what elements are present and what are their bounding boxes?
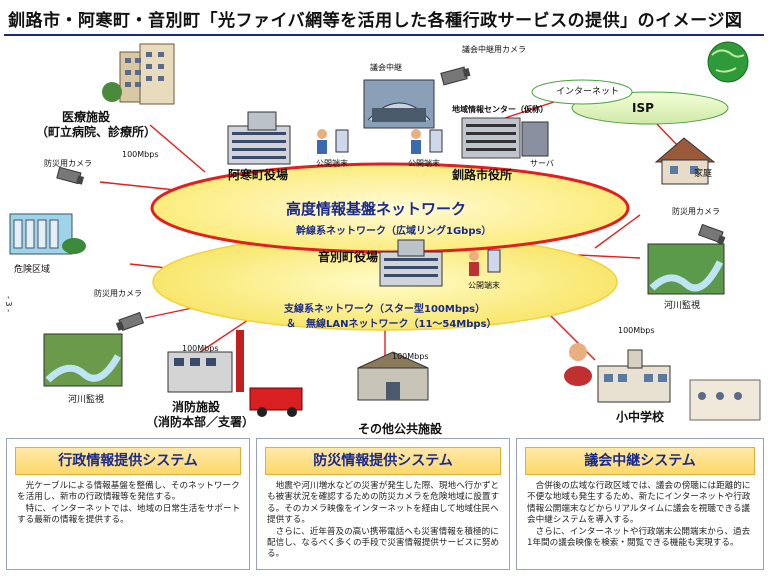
- branch-network-line-2: ＆ 無線LANネットワーク（11～54Mbps）: [286, 319, 497, 330]
- trunk-network-subtitle: 幹線系ネットワーク（広域リング1Gbps）: [296, 226, 492, 237]
- terminal-label-2: 公開端末: [408, 159, 440, 168]
- fire-station-icon: [167, 330, 303, 417]
- river-monitoring-label-2: 河川監視: [664, 301, 701, 311]
- globe-icon: [707, 41, 749, 83]
- school-icon: [564, 343, 761, 421]
- disaster-camera-label-2: 防災用カメラ: [94, 289, 142, 298]
- disaster-camera-icon-3: [697, 223, 726, 245]
- speed-label-1: 100Mbps: [122, 150, 159, 159]
- system-description-disaster-info: 地震や河川増水などの災害が発生した際、現地へ行かずとも被害状況を確認するための防…: [267, 481, 500, 560]
- river-monitoring-icon-2: [647, 243, 725, 295]
- medical-label: 医療施設: [62, 110, 111, 124]
- isp-label: ISP: [632, 101, 654, 115]
- title-divider: [4, 34, 764, 36]
- assembly-camera-label: 議会中継用カメラ: [462, 45, 526, 54]
- system-box-disaster-info: 防災情報提供システム 地震や河川増水などの災害が発生した際、現地へ行かずとも被害…: [256, 438, 510, 570]
- home-label: 家庭: [694, 169, 713, 179]
- danger-zone-label: 危険区域: [14, 265, 51, 275]
- river-monitoring-icon-1: [43, 333, 123, 387]
- akan-office-label: 阿寒町役場: [228, 168, 289, 182]
- system-box-header: 行政情報提供システム: [15, 447, 241, 475]
- system-title-disaster-info: 防災情報提供システム: [313, 453, 453, 469]
- info-center-label: 地域情報センター（仮称）: [452, 105, 548, 114]
- speed-label-3: 100Mbps: [392, 352, 429, 361]
- assembly-camera-icon: [440, 66, 471, 86]
- isp-cloud: [531, 79, 729, 125]
- system-title-assembly-relay: 議会中継システム: [584, 453, 696, 469]
- speed-label-2: 100Mbps: [182, 344, 219, 353]
- medical-sublabel: （町立病院、診療所）: [36, 125, 157, 139]
- system-description-assembly-relay: 合併後の広域な行政区域では、議会の傍聴には距離的に不便な地域も発生するため、新た…: [527, 481, 751, 549]
- onbetsu-office-label: 音別町役場: [318, 250, 379, 264]
- internet-label: インターネット: [556, 87, 620, 97]
- disaster-camera-label-1: 防災用カメラ: [44, 159, 92, 168]
- kushiro-office-label: 釧路市役所: [452, 168, 513, 182]
- public-terminal-icon-2: [411, 129, 443, 154]
- assembly-relay-label: 議会中継: [370, 63, 402, 72]
- system-box-header: 議会中継システム: [525, 447, 755, 475]
- hospital-icon: [102, 43, 175, 105]
- river-monitoring-label-1: 河川監視: [68, 395, 105, 405]
- link-camera-3: [594, 214, 641, 249]
- home-icon: [654, 137, 716, 185]
- network-diagram: [9, 41, 761, 421]
- link-camera-1: [99, 181, 176, 191]
- trunk-network-title: 高度情報基盤ネットワーク: [286, 200, 467, 218]
- system-box-assembly-relay: 議会中継システム 合併後の広域な行政区域では、議会の傍聴には距離的に不便な地域も…: [516, 438, 764, 570]
- info-center-server-icon: [461, 117, 549, 159]
- fire-station-sublabel: （消防本部／支署）: [146, 415, 255, 429]
- disaster-camera-icon-1: [56, 166, 85, 185]
- akan-office-icon: [227, 111, 291, 165]
- public-terminal-icon-3: [469, 249, 501, 276]
- system-title-admin-info: 行政情報提供システム: [58, 453, 198, 469]
- disaster-camera-icon-2: [115, 311, 145, 332]
- branch-network-line-1: 支線系ネットワーク（スター型100Mbps）: [284, 304, 486, 315]
- school-label: 小中学校: [616, 410, 665, 424]
- onbetsu-office-icon: [379, 239, 443, 287]
- system-box-header: 防災情報提供システム: [265, 447, 501, 475]
- public-facility-icon: [357, 351, 429, 401]
- disaster-camera-label-3: 防災用カメラ: [672, 207, 720, 216]
- public-terminal-icon-1: [317, 129, 349, 154]
- page-title: 釧路市・阿寒町・音別町「光ファイバ網等を活用した各種行政サービスの提供」のイメー…: [8, 11, 743, 31]
- system-description-admin-info: 光ケーブルによる情報基盤を整備し、そのネットワークを活用し、新市の行政情報等を発…: [17, 481, 241, 526]
- page-number: - 3 -: [4, 296, 13, 312]
- fire-station-label: 消防施設: [172, 400, 221, 414]
- terminal-label-3: 公開端末: [468, 281, 500, 290]
- speed-label-4: 100Mbps: [618, 326, 655, 335]
- link-river-2: [577, 254, 641, 259]
- system-box-admin-info: 行政情報提供システム 光ケーブルによる情報基盤を整備し、そのネットワークを活用し…: [6, 438, 250, 570]
- link-isp: [504, 99, 561, 119]
- danger-zone-dam-icon: [9, 213, 86, 255]
- link-medical: [149, 124, 206, 173]
- assembly-hall-icon: [363, 79, 435, 129]
- public-facility-label: その他公共施設: [358, 422, 443, 436]
- link-home: [654, 121, 679, 147]
- server-label: サーバ: [530, 159, 554, 168]
- terminal-label-1: 公開端末: [316, 159, 348, 168]
